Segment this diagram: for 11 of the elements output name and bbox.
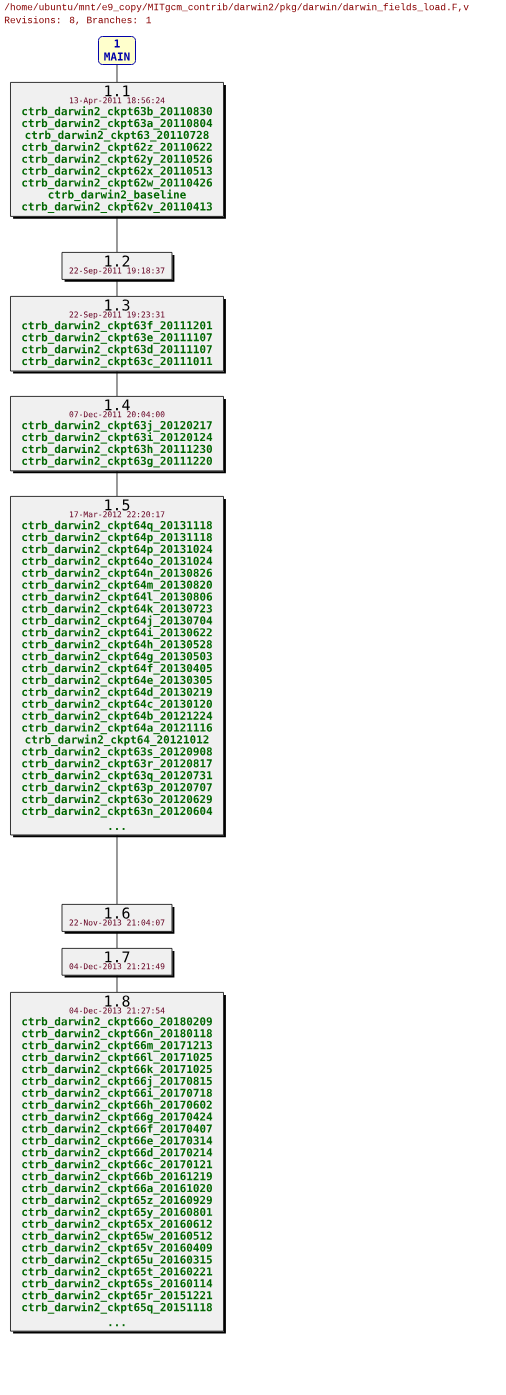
connector-line <box>116 216 118 253</box>
connector-line <box>116 975 118 993</box>
connector-line <box>116 371 118 397</box>
connector-line <box>116 931 118 949</box>
connector-line <box>116 279 118 297</box>
connector-line <box>116 834 118 905</box>
branch-box: 1 MAIN <box>98 36 136 65</box>
title: /home/ubuntu/mnt/e9_copy/MITgcm_contrib/darwin2/pkg/darwin/darwin_fields_load.F,v <box>4 3 469 13</box>
connector-line <box>116 64 118 83</box>
connector-line <box>116 470 118 497</box>
summary-text: Revisions: 8, Branches: 1 <box>4 16 152 25</box>
